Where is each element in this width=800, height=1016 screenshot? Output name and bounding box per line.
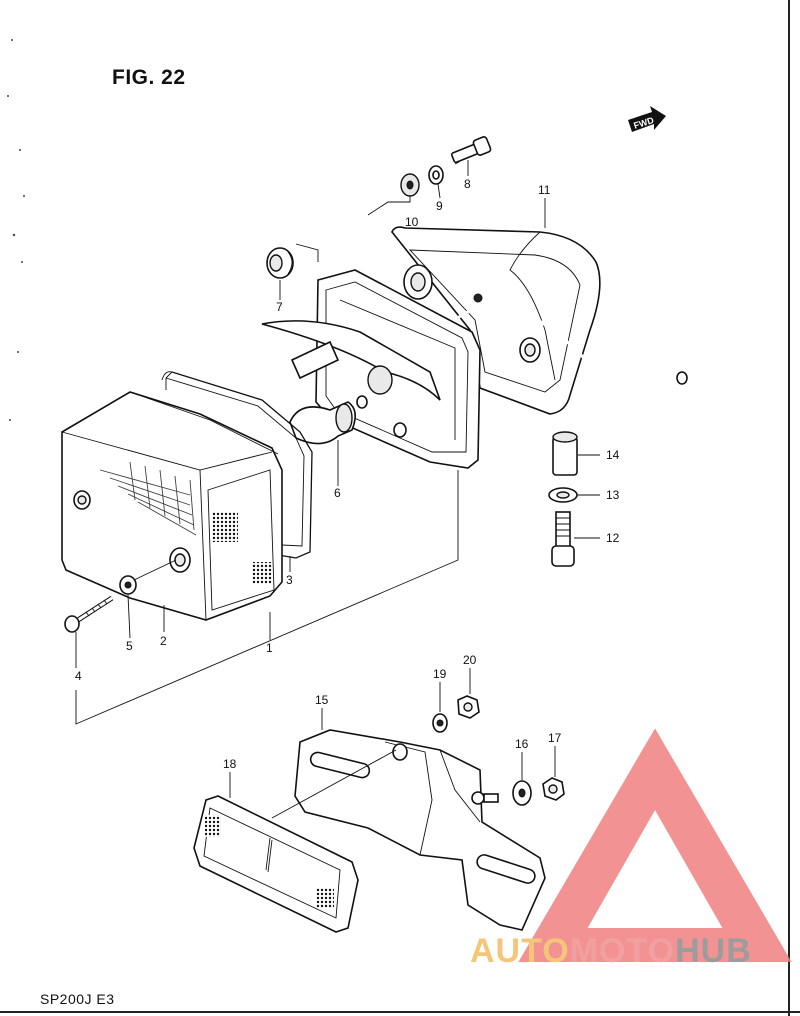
part-6-bulb-socket [289, 340, 356, 445]
callout-2: 2 [160, 634, 167, 648]
part-19-washer [432, 713, 448, 733]
part-8-bolt [450, 136, 492, 165]
callout-17: 17 [548, 731, 562, 745]
callout-3: 3 [286, 573, 293, 587]
watermark-logo [518, 728, 792, 962]
part-11-housing [391, 226, 688, 415]
callout-15: 15 [315, 693, 329, 707]
part-16-washer [512, 780, 532, 806]
forward-direction-arrow: FWD [628, 106, 666, 132]
watermark-auto: AUTO [470, 932, 570, 970]
leader-lines [75, 160, 600, 819]
part-4-screw [64, 595, 114, 633]
scan-specks [7, 39, 25, 421]
callout-20: 20 [463, 653, 477, 667]
callout-16: 16 [515, 737, 529, 751]
fwd-label: FWD [632, 115, 655, 131]
callout-5: 5 [126, 639, 133, 653]
model-code: SP200J E3 [40, 991, 115, 1007]
part-5-washer [119, 575, 137, 595]
part-2-lens [61, 391, 283, 621]
callout-13: 13 [606, 488, 620, 502]
reflector-hatch-upper [212, 512, 238, 542]
callout-6: 6 [334, 486, 341, 500]
part-3-gasket [161, 371, 313, 559]
callout-19: 19 [433, 667, 447, 681]
callout-10: 10 [405, 215, 419, 229]
part-9-washer [428, 165, 444, 185]
callout-4: 4 [75, 669, 82, 683]
part-17-nut [542, 777, 565, 801]
watermark-moto: MOTO [569, 932, 676, 970]
callout-11: 11 [538, 183, 551, 197]
reflector-hatch-lower [252, 562, 272, 584]
part-13-washer [548, 487, 578, 503]
callout-1: 1 [266, 641, 273, 655]
part-15-bracket [294, 729, 546, 931]
watermark-text: AUTOMOTOHUB [470, 932, 752, 971]
part-base-plate [261, 269, 481, 469]
part-20-nut [457, 695, 480, 719]
watermark-hub: HUB [675, 932, 752, 970]
callout-18: 18 [223, 757, 237, 771]
figure-title: FIG. 22 [112, 66, 186, 89]
callout-8: 8 [464, 177, 471, 191]
part-10-washer [400, 173, 420, 197]
part-12-bolt [551, 511, 575, 567]
callout-7: 7 [276, 300, 283, 314]
part-14-spacer [552, 431, 578, 476]
part-7-grommet [266, 247, 294, 279]
callout-14: 14 [606, 448, 620, 462]
callout-9: 9 [436, 199, 443, 213]
callout-12: 12 [606, 531, 620, 545]
part-18-reflector [193, 795, 359, 933]
